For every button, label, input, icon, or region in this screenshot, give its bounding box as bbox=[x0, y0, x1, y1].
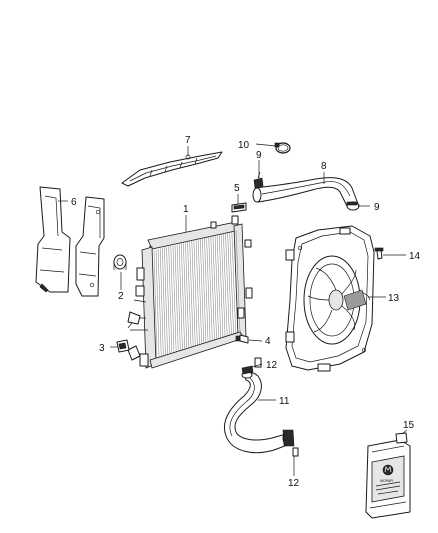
leader-lines bbox=[58, 143, 408, 476]
callout-15: 15 bbox=[403, 420, 415, 431]
callout-1: 1 bbox=[183, 204, 189, 215]
callout-11: 11 bbox=[279, 396, 290, 407]
callout-9a: 9 bbox=[256, 150, 262, 161]
radiator bbox=[127, 215, 253, 369]
drain-plug bbox=[235, 334, 249, 344]
callout-12a: 12 bbox=[266, 360, 278, 371]
upper-air-deflector bbox=[121, 151, 223, 187]
coolant-jug-brand: MOPAR bbox=[380, 479, 393, 483]
callout-5: 5 bbox=[234, 183, 240, 194]
callout-6: 6 bbox=[71, 197, 77, 208]
callout-12b: 12 bbox=[288, 478, 300, 489]
callout-10: 10 bbox=[238, 140, 250, 151]
fan-shroud-assembly bbox=[285, 225, 375, 372]
side-air-seals bbox=[35, 186, 105, 297]
hose-clamp-top bbox=[274, 142, 291, 154]
callout-labels: 1 2 3 4 5 6 7 8 9 9 10 11 12 12 13 14 15 bbox=[71, 135, 421, 489]
callout-3: 3 bbox=[99, 343, 105, 354]
mounting-clip bbox=[116, 339, 130, 353]
hose-bracket bbox=[231, 202, 247, 213]
upper-radiator-hose bbox=[252, 171, 360, 211]
callout-14: 14 bbox=[409, 251, 421, 262]
callout-9b: 9 bbox=[374, 202, 380, 213]
callout-4: 4 bbox=[265, 336, 271, 347]
callout-2: 2 bbox=[118, 291, 124, 302]
radiator-insulator bbox=[113, 254, 127, 270]
callout-8: 8 bbox=[321, 161, 327, 172]
lower-hose-clamps bbox=[241, 357, 299, 457]
coolant-jug: MOPAR bbox=[365, 432, 411, 519]
callout-13: 13 bbox=[388, 293, 400, 304]
shroud-bolt bbox=[374, 247, 384, 260]
lower-radiator-hose bbox=[224, 371, 294, 454]
callout-7: 7 bbox=[185, 135, 191, 146]
